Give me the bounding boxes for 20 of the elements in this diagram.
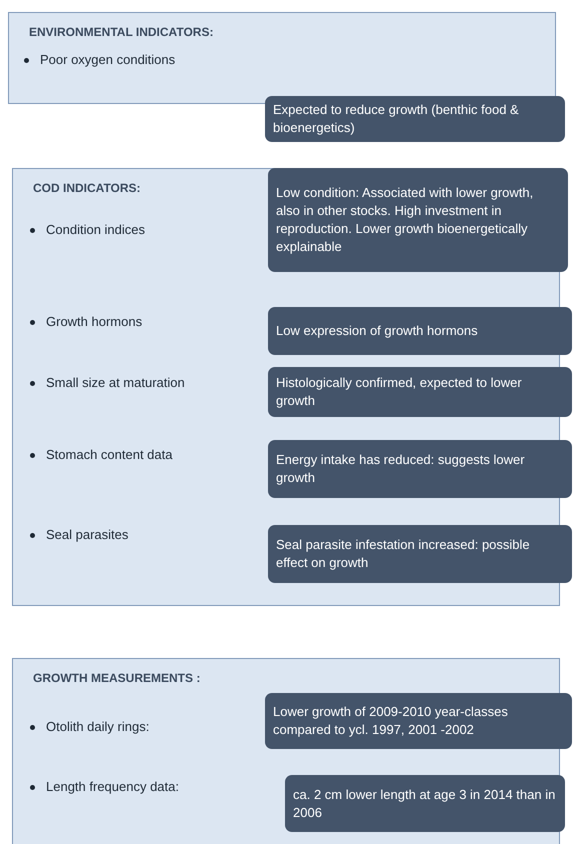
- callout-box: Lower growth of 2009-2010 year-classes compared to ycl. 1997, 2001 -2002: [265, 693, 572, 749]
- callout-box: Energy intake has reduced: suggests lower growth: [268, 440, 572, 498]
- callout-box: Histologically confirmed, expected to lower growth: [268, 367, 572, 417]
- callout-box: Low expression of growth hormons: [268, 307, 572, 355]
- bullet-item: Poor oxygen conditions: [40, 52, 176, 67]
- bullet-item: Growth hormons: [46, 314, 142, 329]
- callout-box: ca. 2 cm lower length at age 3 in 2014 than in 2006: [285, 775, 565, 832]
- bullet-item: Otolith daily rings:: [46, 719, 150, 734]
- panel-heading: GROWTH MEASUREMENTS :: [33, 671, 200, 685]
- callout-box: Seal parasite infestation increased: possible effect on growth: [268, 525, 572, 583]
- bullet-item: Small size at maturation: [46, 375, 185, 390]
- bullet-item: Seal parasites: [46, 527, 128, 542]
- callout-box: Low condition: Associated with lower growth, also in other stocks. High investment in reproduction. Lower growth bioenergetically explainable: [268, 168, 568, 272]
- panel-heading: COD INDICATORS:: [33, 181, 141, 195]
- bullet-item: Stomach content data: [46, 447, 172, 462]
- panel-heading: ENVIRONMENTAL INDICATORS:: [29, 25, 214, 39]
- bullet-item: Condition indices: [46, 222, 146, 237]
- panel-background: [8, 12, 556, 104]
- bullet-item: Length frequency data:: [46, 779, 179, 794]
- callout-box: Expected to reduce growth (benthic food & bioenergetics): [265, 96, 565, 142]
